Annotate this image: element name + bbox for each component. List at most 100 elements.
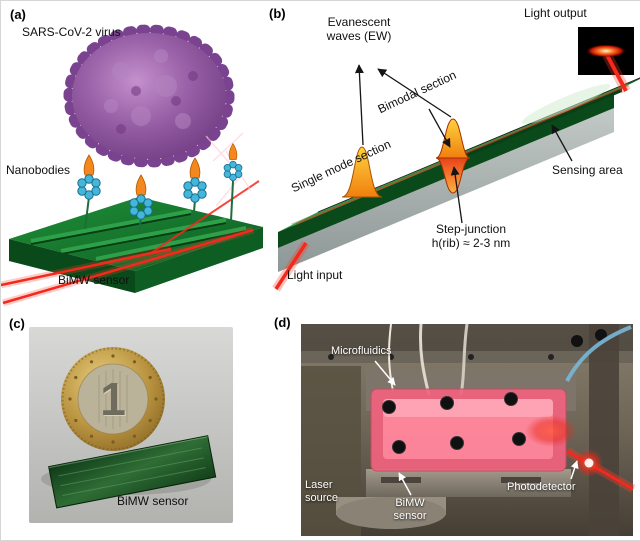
light-input-label: Light input — [287, 268, 343, 282]
cell-laser-glow — [525, 415, 577, 447]
panel-a: (a) SARS-CoV-2 virus Nanobodies BiMW sen… — [1, 1, 266, 311]
coin-star — [68, 397, 72, 401]
virus-texture-dot — [154, 49, 168, 63]
chip-stripe — [58, 447, 203, 477]
virus-spikes — [63, 24, 235, 168]
sensing-window — [521, 84, 611, 124]
screw — [328, 354, 334, 360]
panel-d-graphic — [301, 323, 636, 536]
mode-spot — [586, 44, 626, 58]
photodetector-label: Photodetector — [507, 481, 576, 493]
spike-protein-icon — [228, 142, 238, 160]
virus-body — [72, 33, 226, 159]
input-beam — [274, 242, 308, 290]
screw — [512, 432, 526, 446]
nanobody-stem — [192, 199, 196, 224]
laser-beam-reflected — [150, 180, 260, 254]
virus-texture-dot — [104, 99, 118, 113]
cell-highlight — [383, 399, 553, 417]
panel-d: (d) Microfluidics Laser source BiMW sens… — [271, 311, 640, 540]
panel-b-graphic — [272, 27, 640, 292]
virus-texture-dot — [116, 124, 126, 134]
waveguide-ridge-shadow — [60, 222, 227, 255]
coin-star — [111, 440, 115, 444]
coin-star — [74, 375, 78, 380]
laser-beam — [2, 228, 254, 305]
sensing-area-label: Sensing area — [552, 163, 623, 177]
output-beam — [605, 54, 628, 92]
step-junction-arrow — [450, 166, 463, 224]
panel-a-graphic — [1, 24, 263, 307]
nanobody-icon — [223, 160, 243, 182]
microfluidic-cell-inner — [383, 399, 553, 459]
nanobody-icon — [77, 174, 101, 200]
coin-star — [89, 434, 94, 438]
clamp-slot — [501, 477, 541, 483]
sensing-area-arrow — [551, 124, 573, 162]
panel-d-label: (d) — [274, 315, 291, 330]
laser-beam — [1, 247, 172, 287]
laser-beams — [1, 180, 260, 307]
evanescent-arrow — [377, 68, 452, 118]
virus-caption: SARS-CoV-2 virus — [22, 25, 121, 39]
mode-profile-bimodal-upper — [435, 118, 471, 159]
coin-star — [148, 418, 152, 423]
step-junction-line1: Step-junction — [435, 222, 507, 236]
nanobody-stem — [230, 180, 234, 222]
coin-map-lines — [98, 369, 128, 429]
coin-stars — [68, 354, 158, 444]
microfluidics-label: Microfluidics — [331, 345, 392, 357]
sensor-chip-photo — [48, 435, 217, 509]
waveguide-ridges — [30, 209, 247, 263]
screw — [440, 396, 454, 410]
coin-star — [74, 418, 78, 423]
chip-highlight — [48, 436, 208, 469]
chip-stripe — [60, 457, 204, 487]
bimw-sensor-label: BiMW sensor — [393, 497, 427, 523]
virus-texture — [104, 49, 198, 134]
nanobody-icon — [183, 177, 207, 203]
waveguide-ridge-shadow — [95, 230, 247, 263]
panel-a-label: (a) — [10, 7, 26, 22]
knob — [571, 335, 583, 347]
panel-c-label: (c) — [9, 316, 25, 331]
knob — [595, 329, 607, 341]
bimw-sensor-arrow — [398, 472, 412, 496]
step-junction-line2: h(rib) ≈ 2-3 nm — [431, 236, 511, 251]
coin-center-rim — [77, 363, 149, 435]
rail-screws — [328, 354, 554, 360]
coin-star — [89, 360, 94, 364]
blue-tube — [565, 325, 632, 382]
spike-protein-icon — [83, 154, 95, 176]
coin-star — [132, 434, 137, 438]
virus-texture-dot — [131, 86, 141, 96]
virus-texture-dot — [188, 71, 198, 81]
coin-digit: 1 — [100, 373, 126, 425]
virus-texture-dot — [112, 62, 130, 80]
laser-source-label: Laser source — [305, 479, 339, 505]
coin-star — [148, 375, 152, 380]
coin-star — [111, 354, 115, 358]
right-post — [589, 324, 619, 536]
substrate-side — [278, 108, 614, 272]
waveguide-ridge — [95, 226, 247, 261]
virus-texture-dot — [171, 96, 181, 106]
cylinder — [336, 497, 446, 529]
laser-hotspot — [584, 458, 594, 468]
screw — [392, 440, 406, 454]
rib-front-face — [454, 88, 622, 162]
panel-c-graphic: 1 1 — [29, 327, 233, 523]
euro-coin: 1 1 — [61, 347, 165, 451]
screw — [450, 436, 464, 450]
spike-protein-icon — [189, 157, 201, 179]
microfluidics-arrow — [374, 360, 396, 386]
light-output-label: Light output — [524, 6, 587, 20]
waveguide-ridge — [60, 218, 227, 253]
photodetector-arrow — [570, 460, 579, 480]
cell-screws — [382, 392, 526, 454]
waveguide-ridge-shadow — [30, 213, 192, 245]
bimodal-arrow — [428, 108, 451, 148]
virus-texture-dot — [175, 113, 191, 129]
white-tube — [419, 323, 431, 396]
